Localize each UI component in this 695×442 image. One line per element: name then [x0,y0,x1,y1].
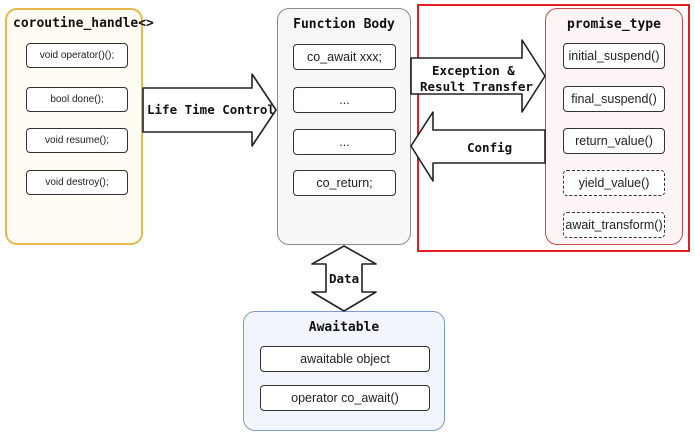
data-arrow [311,245,377,312]
coroutine-handle-title: coroutine_handle<> [13,16,154,31]
exception-label-line1: Exception & [432,63,515,78]
method-resume: void resume(); [26,128,128,153]
promise-return-value: return_value() [563,128,665,154]
config-label: Config [467,140,513,155]
function-body-panel: Function Body co_await xxx; ... ... co_r… [277,8,411,245]
promise-final-suspend: final_suspend() [563,86,665,112]
awaitable-panel: Awaitable awaitable object operator co_a… [243,311,445,431]
promise-await-transform: await_transform() [563,212,665,238]
promise-yield-value: yield_value() [563,170,665,196]
config-arrow [410,111,546,182]
method-done: bool done(); [26,87,128,112]
method-operator-call: void operator()(); [26,43,128,68]
exception-label-line2: Result Transfer [420,79,533,94]
data-label: Data [329,271,360,286]
awaitable-operator-co-await: operator co_await() [260,385,430,411]
body-item-co-await: co_await xxx; [293,44,396,70]
promise-type-title: promise_type [567,17,661,32]
promise-type-panel: promise_type initial_suspend() final_sus… [545,8,683,245]
lifetime-arrow [142,73,277,147]
lifetime-label: Life Time Control [147,102,275,117]
awaitable-object: awaitable object [260,346,430,372]
function-body-title: Function Body [293,17,395,32]
promise-initial-suspend: initial_suspend() [563,43,665,69]
method-destroy: void destroy(); [26,170,128,195]
highlight-frame [417,4,690,252]
exception-arrow [410,39,546,113]
awaitable-title: Awaitable [308,320,380,335]
body-item-ellipsis-1: ... [293,87,396,113]
body-item-ellipsis-2: ... [293,129,396,155]
coroutine-handle-panel: coroutine_handle<> void operator()(); bo… [5,8,154,245]
body-item-co-return: co_return; [293,170,396,196]
